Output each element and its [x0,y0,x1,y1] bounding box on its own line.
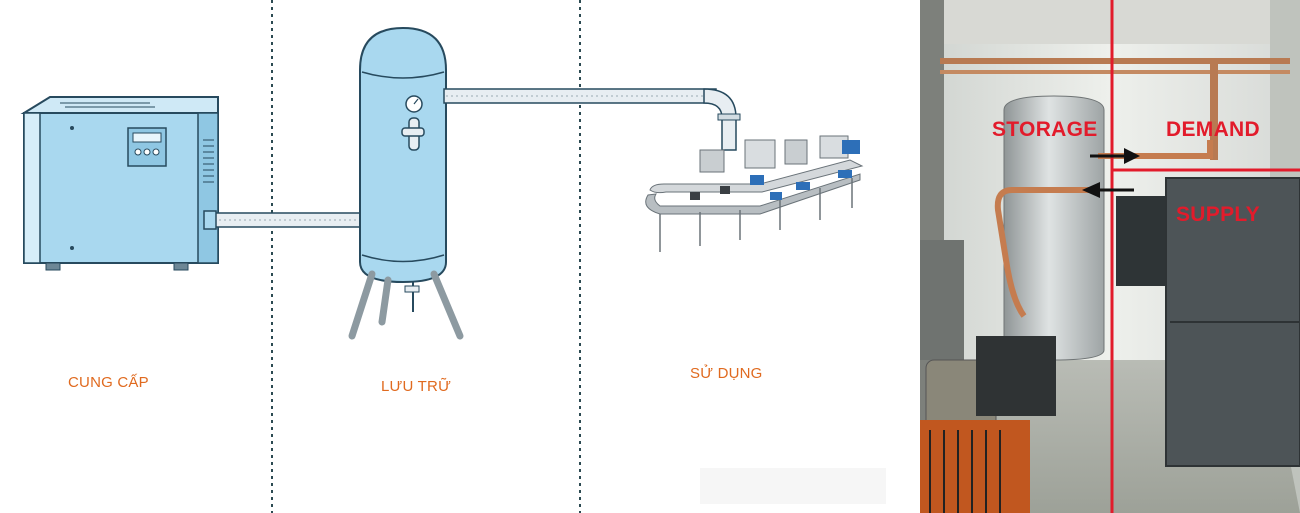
arrow-from-supply [1082,182,1134,198]
compressor-illustration [20,96,219,271]
zone-label-supply: CUNG CẤP [68,374,149,391]
photo-label-demand: DEMAND [1166,118,1260,141]
arrow-to-demand [1090,148,1140,164]
pipe-supply-to-storage [203,210,365,230]
zone-label-storage: LƯU TRỮ [381,378,452,395]
illustration [20,0,864,513]
production-line-illustration [645,135,864,252]
compressor-room-photo [920,0,1300,513]
pipe-storage-to-demand [443,88,741,151]
photo-label-storage: STORAGE [992,118,1098,141]
storage-tank-illustration [348,26,464,340]
zone-label-demand: SỬ DỤNG [690,365,763,382]
photo-label-supply: SUPPLY [1176,203,1260,226]
